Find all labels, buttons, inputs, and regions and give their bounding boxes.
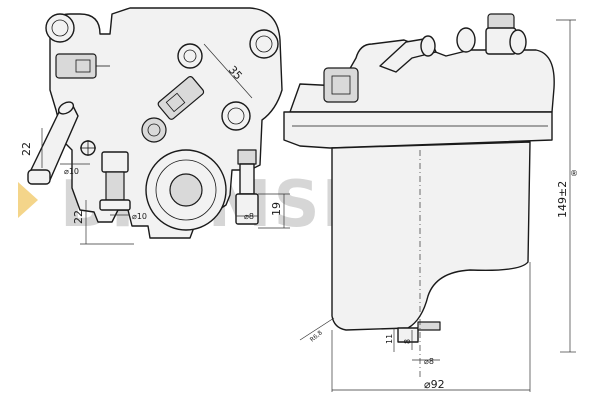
- pipe-side-1: [456, 27, 476, 53]
- heater-plug: [141, 117, 167, 143]
- dim-149-text: 149±2: [556, 181, 569, 218]
- screw-hole: [183, 49, 197, 63]
- side-bowl: [331, 141, 531, 331]
- dim-phi10-mid-text: ⌀10: [132, 212, 147, 221]
- connector-left-pin: [75, 59, 91, 73]
- screw-boss: [177, 43, 203, 69]
- drain-nipple-body: [101, 151, 129, 173]
- mount-hole-left: [51, 19, 69, 37]
- top-view: 35 22 ⌀10 22 ⌀10 ⌀8 19: [20, 7, 290, 245]
- side-drain-base: [397, 327, 419, 343]
- dim-11-text: 11: [385, 334, 394, 344]
- outlet-pipe-left-mouth: [57, 101, 75, 115]
- dim-r68-text: R6,8: [309, 329, 324, 343]
- dim-8-text: 8: [403, 339, 412, 344]
- dim-19-text: 19: [270, 202, 283, 216]
- filter-boss-core: [169, 173, 203, 207]
- drain-nipple-flange: [99, 199, 131, 211]
- outlet-pipe-left-end: [27, 169, 51, 185]
- sensor-boss: [221, 101, 251, 131]
- side-connector-pins: [331, 75, 351, 95]
- dim-22-top-text: 22: [20, 142, 33, 156]
- dim-phi8-bottom-text: ⌀8: [424, 357, 434, 366]
- filter-boss-mid: [155, 159, 217, 221]
- sensor-hole: [227, 107, 245, 125]
- pipe-side-2: [509, 29, 527, 55]
- side-connector: [323, 67, 359, 103]
- mount-eye-left: [45, 13, 75, 43]
- registered-mark: ®: [570, 169, 578, 178]
- mount-eye-right: [249, 29, 279, 59]
- dim-r68-line: [299, 317, 335, 341]
- dim-22-bottom-text: 22: [72, 210, 85, 224]
- pipe-angled-mouth: [420, 35, 436, 57]
- inlet-nipple-top: [237, 149, 257, 165]
- watermark-mark-icon: [18, 182, 38, 218]
- inlet-nipple-base: [235, 193, 259, 225]
- connector-center: [157, 76, 205, 120]
- side-flange: [283, 111, 553, 149]
- dim-phi8-left-text: ⌀8: [244, 212, 254, 221]
- mount-hole-right: [255, 35, 273, 53]
- drain-nipple-stem: [105, 171, 125, 201]
- inlet-nipple-stem: [239, 163, 255, 195]
- connector-center-pin: [165, 92, 186, 113]
- dim-phi10-left-text: ⌀10: [64, 167, 79, 176]
- side-view: 149±2 ® R6,8 11 8 ⌀8 ⌀92: [283, 13, 578, 392]
- side-drain-tip: [417, 321, 441, 331]
- dim-35-line: [203, 43, 253, 99]
- heater-plug-core: [147, 123, 161, 137]
- dim-phi92-text: ⌀92: [424, 378, 445, 391]
